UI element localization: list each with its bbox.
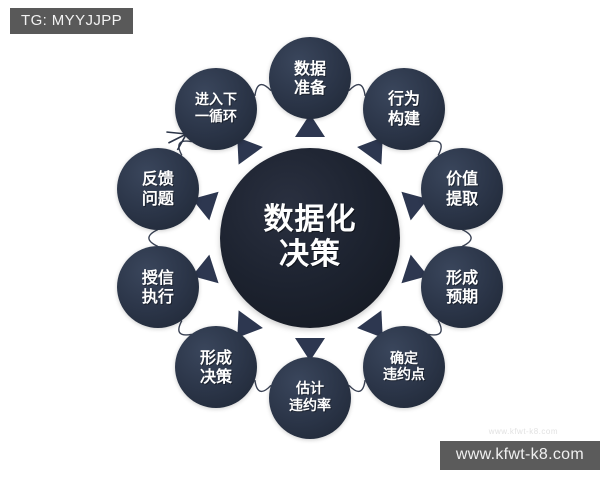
outer-node-1-line-1: 数据 [293,58,326,78]
tag-badge: TG: MYYJJPP [10,8,134,35]
connector-line [348,83,366,96]
outer-node-5-line-2: 违约点 [383,367,426,384]
outer-node-2[interactable]: 行为构建 [363,67,446,150]
outer-node-2-line-2: 构建 [388,108,421,128]
outer-node-7-line-2: 决策 [199,367,232,387]
connector-line [348,380,366,393]
connector-line [148,228,159,248]
outer-node-1[interactable]: 数据准备 [269,37,351,119]
outer-node-10[interactable]: 进入下一循环 [174,67,257,150]
outer-node-10-line-2: 一循环 [194,108,237,125]
center-hub-line-1: 数据化 [263,202,357,238]
connector-line [178,140,193,156]
connector-line [254,380,272,393]
connector-line [427,140,442,156]
radiating-arrow-1 [295,114,325,137]
watermark-url: www.kfwt-k8.com [439,440,600,470]
outer-node-3-line-1: 价值 [446,169,479,189]
outer-node-4-line-2: 预期 [446,287,479,307]
outer-node-9-line-2: 问题 [141,188,174,208]
outer-node-10-line-1: 进入下 [194,91,237,108]
outer-node-4[interactable]: 形成预期 [421,246,504,329]
outer-node-8-line-1: 授信 [141,268,174,288]
outer-node-4-line-1: 形成 [446,268,479,288]
outer-node-8[interactable]: 授信执行 [116,246,199,329]
outer-node-6-line-1: 估计 [296,381,324,398]
outer-node-6-line-2: 违约率 [289,398,331,414]
connector-line [427,320,442,336]
outer-node-5[interactable]: 确定违约点 [363,326,446,409]
outer-node-8-line-2: 执行 [141,287,174,307]
connector-line [178,320,193,336]
watermark-ghost-text: www.kfwt-k8.com [488,427,558,436]
outer-node-7[interactable]: 形成决策 [174,326,257,409]
outer-node-9[interactable]: 反馈问题 [116,147,199,230]
outer-node-2-line-1: 行为 [388,89,421,109]
center-hub-line-2: 决策 [279,237,341,272]
connector-line [254,83,272,96]
outer-node-7-line-1: 形成 [199,348,232,368]
outer-node-3[interactable]: 价值提取 [421,147,504,230]
connector-line [461,228,472,248]
outer-node-1-line-2: 准备 [293,78,326,97]
loop-arrow-barb [168,133,187,144]
outer-node-9-line-1: 反馈 [141,169,174,189]
center-hub[interactable]: 数据化 决策 [220,148,400,328]
outer-node-3-line-2: 提取 [446,188,479,208]
outer-node-5-line-1: 确定 [390,350,419,367]
outer-node-6[interactable]: 估计违约率 [269,357,351,439]
